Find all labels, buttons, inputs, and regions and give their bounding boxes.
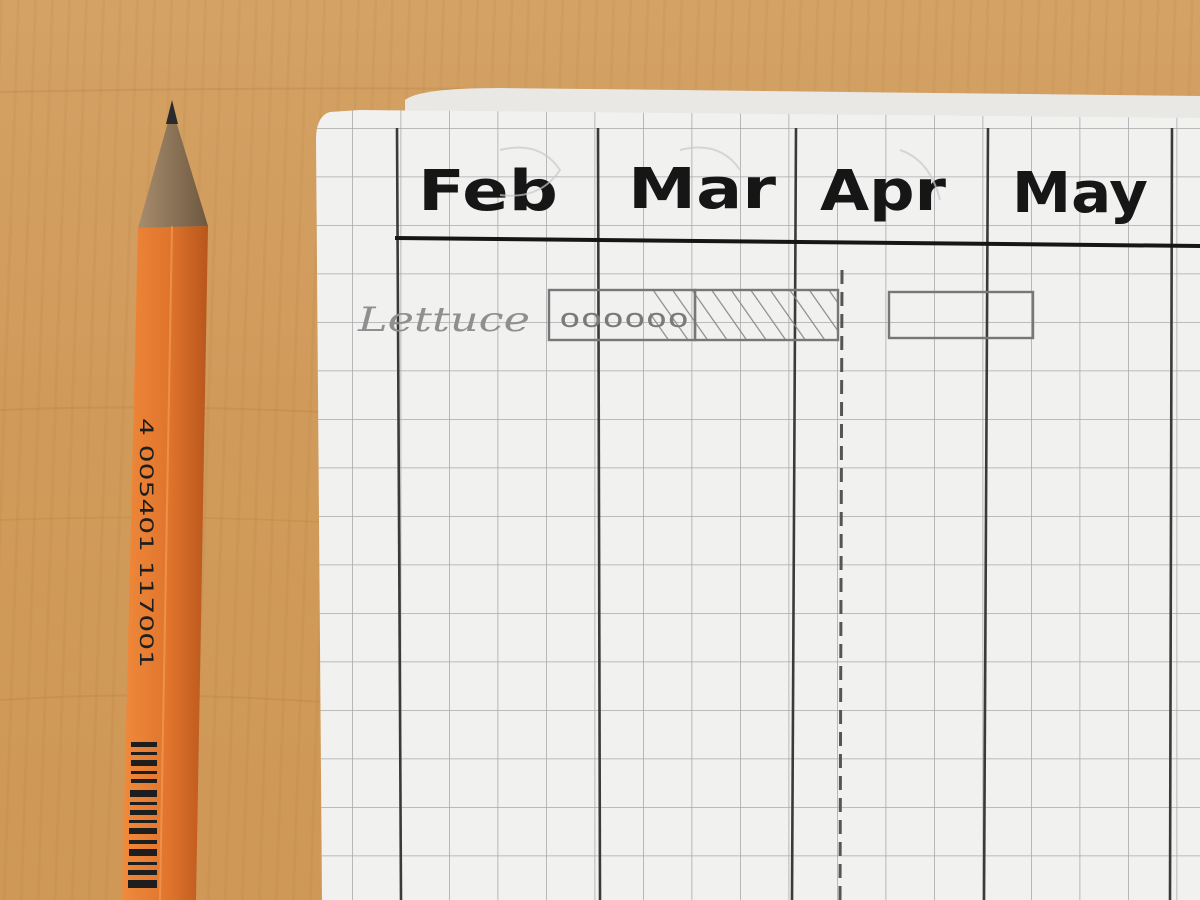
notebook-page: [316, 110, 1200, 900]
pencil-tip: [138, 108, 208, 228]
month-label-feb: Feb: [418, 159, 558, 224]
later-period-box: [887, 290, 1035, 340]
pencil-lead: [166, 100, 178, 124]
month-label-mar: Mar: [628, 157, 776, 222]
erased-marks: [499, 146, 941, 201]
pencil-barcode-number: 4 005401 117001: [135, 418, 157, 668]
month-label-apr: Apr: [820, 159, 946, 224]
growing-period-hatch: [650, 291, 838, 339]
pencil-barcode: [128, 742, 157, 888]
header-rule: [394, 236, 1200, 248]
today-dashed-line: [838, 269, 844, 900]
crop-row-label: Lettuce: [357, 300, 530, 340]
seed-marks: oooooo: [559, 304, 689, 334]
month-label-may: May: [1012, 161, 1148, 226]
growing-period-box: [693, 288, 840, 342]
month-headers: Feb Mar Apr May: [418, 157, 1148, 226]
pencil: 4 005401 117001: [122, 100, 208, 900]
month-dividers: [395, 127, 1174, 900]
lettuce-schedule-bar: oooooo: [547, 288, 840, 342]
